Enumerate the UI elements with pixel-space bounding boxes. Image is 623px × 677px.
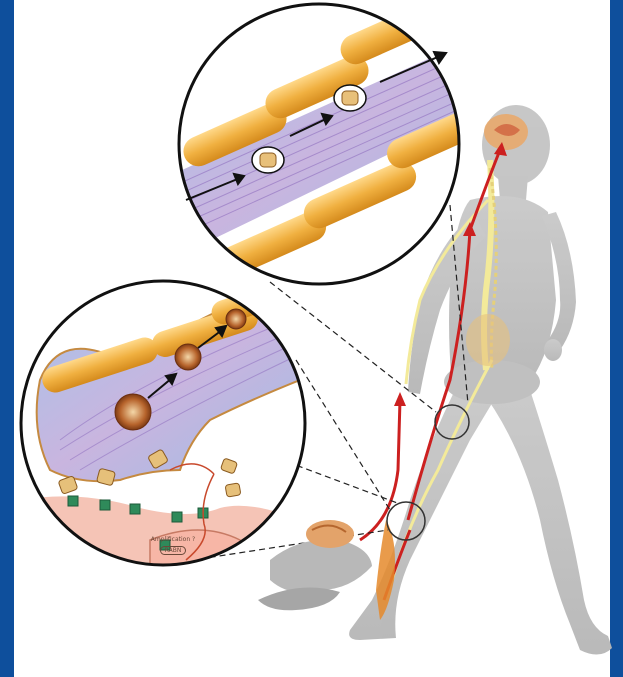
rabn-pill: RABN (160, 546, 187, 555)
virus-particle-icon (334, 85, 366, 111)
amplification-label: Amplification ? RABN (138, 536, 208, 555)
virus-particle-icon (252, 147, 284, 173)
animal-source (258, 520, 372, 610)
axon-zoom-circle (160, 4, 486, 284)
